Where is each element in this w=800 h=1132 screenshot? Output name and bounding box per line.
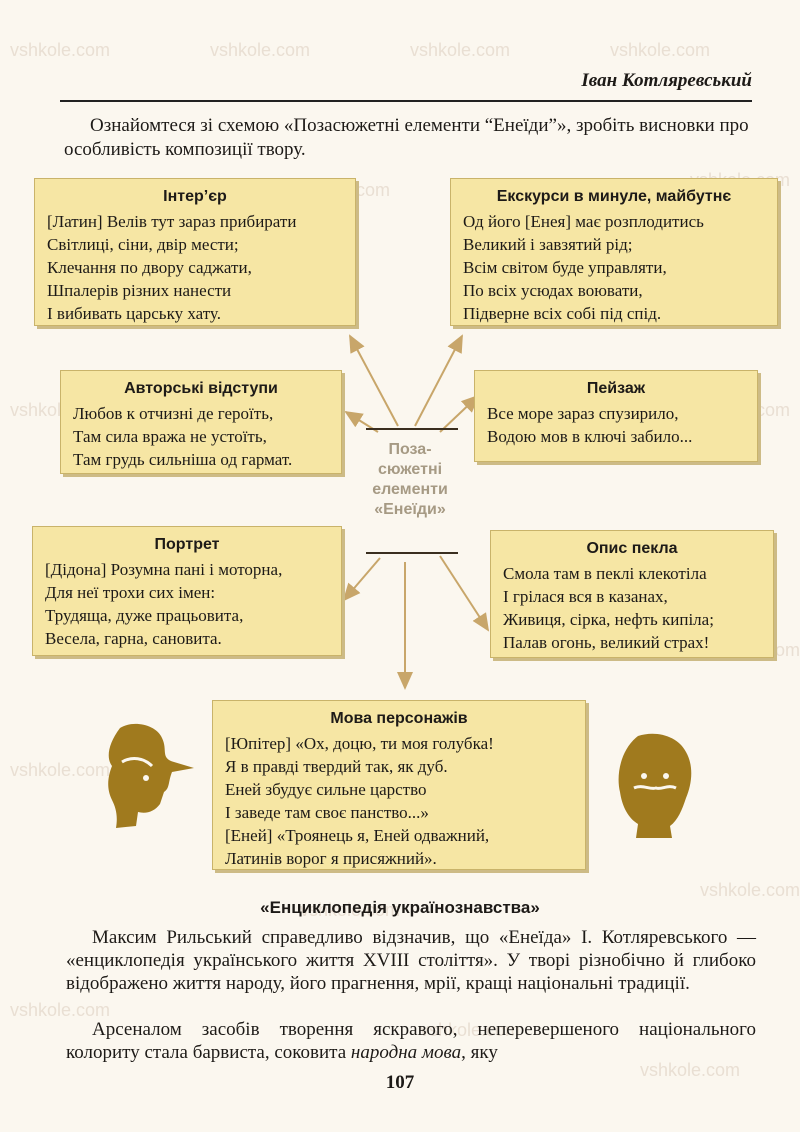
watermark-text: vshkole.com bbox=[10, 760, 111, 780]
box-line: І вибивать царську хату. bbox=[47, 304, 221, 323]
box-line: Живиця, сірка, нефть кипіла; bbox=[503, 610, 714, 629]
running-header: Іван Котляревський bbox=[60, 66, 752, 102]
box-line: Я в правді твердий так, як дуб. bbox=[225, 757, 448, 776]
box-line: [Еней] «Троянець я, Еней одважний, bbox=[225, 826, 490, 845]
arrow-to-excursions bbox=[414, 334, 463, 427]
box-excursions: Екскурси в минуле, майбутнє Од його [Ене… bbox=[450, 178, 778, 326]
watermark-text: vshkole.com bbox=[210, 40, 311, 60]
paragraph-2: Арсеналом засобів творення яскравого, не… bbox=[66, 1018, 756, 1064]
arrow-to-portrait bbox=[342, 557, 381, 602]
box-line: [Латин] Велів тут зараз прибирати bbox=[47, 212, 297, 231]
box-line: Для неї трохи сих імен: bbox=[45, 583, 216, 602]
watermark-text: vshkole.com bbox=[10, 40, 111, 60]
box-title: Портрет bbox=[154, 536, 220, 553]
box-line: Латинів ворог я присяжний». bbox=[225, 849, 437, 868]
box-portrait: Портрет [Дідона] Розумна пані і моторна,… bbox=[32, 526, 342, 656]
box-interior: Інтер’єр [Латин] Велів тут зараз прибира… bbox=[34, 178, 356, 326]
box-line: Любов к отчизні де героїть, bbox=[73, 404, 274, 423]
emphasis-folk-language: народна мова bbox=[350, 1042, 462, 1063]
box-title: Опис пекла bbox=[586, 540, 678, 557]
author-name: Іван Котляревський bbox=[581, 70, 752, 91]
box-title: Мова персонажів bbox=[330, 710, 468, 727]
box-line: [Юпітер] «Ох, доцю, ти моя голубка! bbox=[225, 734, 494, 753]
helmeted-warrior-illustration bbox=[108, 723, 194, 828]
box-hell: Опис пекла Смола там в пеклі клекотіла І… bbox=[490, 530, 774, 658]
arrow-to-landscape bbox=[439, 394, 480, 433]
watermark-text: vshkole.com bbox=[610, 40, 711, 60]
box-line: [Дідона] Розумна пані і моторна, bbox=[45, 560, 283, 579]
watermark-text: vshkole.com bbox=[640, 1060, 741, 1080]
box-line: По всіх усюдах воювати, bbox=[463, 281, 643, 300]
box-line: Еней збудує сильне царство bbox=[225, 780, 427, 799]
paragraph-2-start: Арсеналом засобів творення яскравого, не… bbox=[66, 1019, 756, 1063]
watermark-text: vshkole.com bbox=[300, 900, 401, 920]
box-line: Там грудь сильніша од гармат. bbox=[73, 450, 293, 469]
intro-paragraph: Ознайомтеся зі схемою «Позасюжетні елеме… bbox=[64, 115, 749, 160]
box-line: Водою мов в ключі забило... bbox=[487, 427, 693, 446]
box-line: Клечання по двору саджати, bbox=[47, 258, 252, 277]
arrow-to-hell bbox=[439, 555, 490, 632]
box-title: Авторські відступи bbox=[124, 380, 278, 397]
paragraph-1: Максим Рильський справедливо відзначив, … bbox=[66, 927, 756, 994]
center-bottom-rule bbox=[366, 552, 458, 554]
watermark-text: vshkole.com bbox=[420, 1020, 521, 1040]
watermark-text: vshkole.com bbox=[10, 1000, 111, 1020]
box-line: Весела, гарна, сановита. bbox=[45, 629, 222, 648]
box-line: Смола там в пеклі клекотіла bbox=[503, 564, 707, 583]
box-landscape: Пейзаж Все море зараз спузирило, Водою м… bbox=[474, 370, 758, 462]
box-line: Там сила вража не устоїть, bbox=[73, 427, 267, 446]
box-digressions: Авторські відступи Любов к отчизні де ге… bbox=[60, 370, 342, 474]
center-top-rule bbox=[366, 428, 458, 430]
section-title: «Енциклопедія українознавства» bbox=[260, 898, 540, 917]
box-title: Пейзаж bbox=[586, 380, 646, 397]
arrow-to-interior bbox=[349, 334, 399, 427]
center-line: «Енеїди» bbox=[374, 501, 446, 518]
box-line: І заведе там своє панство...» bbox=[225, 803, 429, 822]
paragraph-2-end: , яку bbox=[461, 1042, 498, 1063]
box-line: Трудяща, дуже працьовита, bbox=[45, 606, 244, 625]
box-line: Підверне всіх собі під спід. bbox=[463, 304, 662, 323]
watermark-text: vshkole.com bbox=[700, 880, 800, 900]
box-line: Палав огонь, великий страх! bbox=[503, 633, 710, 652]
box-line: Шпалерів різних нанести bbox=[47, 281, 232, 300]
box-title: Екскурси в минуле, майбутнє bbox=[496, 188, 732, 205]
diagram-center-label: Поза- сюжетні елементи «Енеїди» bbox=[362, 440, 458, 520]
watermark-text: vshkole.com bbox=[410, 40, 511, 60]
cossack-head-illustration bbox=[618, 733, 692, 838]
center-line: сюжетні bbox=[377, 461, 443, 478]
box-line: Світлиці, сіни, двір мести; bbox=[47, 235, 239, 254]
box-title: Інтер’єр bbox=[163, 188, 227, 205]
box-line: І грілася вся в казанах, bbox=[503, 587, 668, 606]
page-number: 107 bbox=[385, 1072, 415, 1093]
center-line: Поза- bbox=[388, 441, 432, 458]
box-line: Великий і завзятий рід; bbox=[463, 235, 633, 254]
box-line: Од його [Енея] має розплодитись bbox=[463, 212, 704, 231]
box-line: Всім світом буде управляти, bbox=[463, 258, 667, 277]
box-speech: Мова персонажів [Юпітер] «Ох, доцю, ти м… bbox=[212, 700, 586, 870]
box-line: Все море зараз спузирило, bbox=[487, 404, 679, 423]
center-line: елементи bbox=[372, 481, 448, 498]
